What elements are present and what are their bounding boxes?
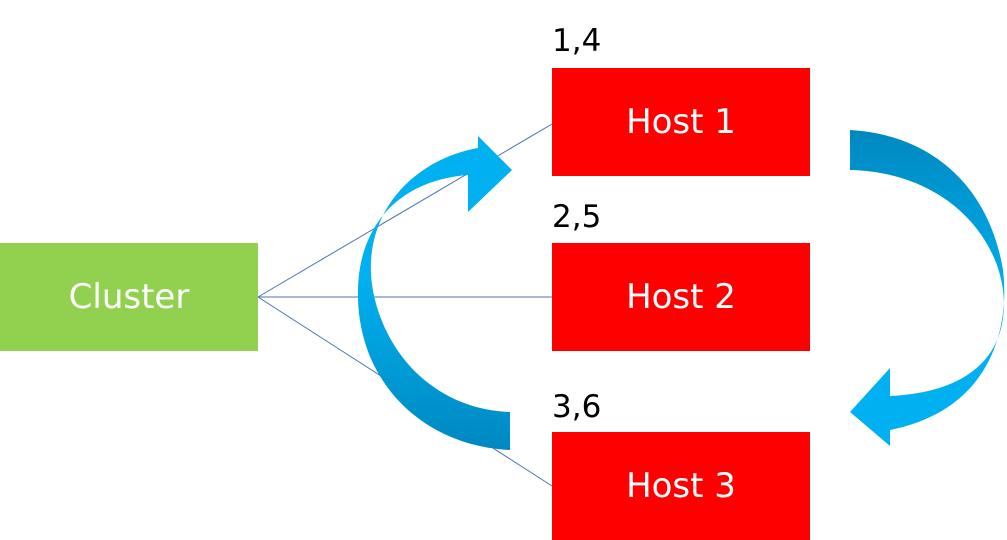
curved-arrow-left-icon xyxy=(357,136,512,450)
host-2-label: Host 2 xyxy=(626,277,736,317)
host-2-sequence: 2,5 xyxy=(552,199,602,235)
host-1-node: Host 1 xyxy=(552,68,810,176)
host-1-label: Host 1 xyxy=(626,102,736,142)
host-3-label: Host 3 xyxy=(626,466,736,506)
cluster-label: Cluster xyxy=(68,277,190,317)
cluster-node: Cluster xyxy=(0,243,258,351)
host-3-node: Host 3 xyxy=(552,432,810,540)
host-1-sequence: 1,4 xyxy=(552,23,602,59)
connector-cluster-host-1 xyxy=(257,123,553,298)
curved-arrow-right-icon xyxy=(850,130,1005,446)
host-3-sequence: 3,6 xyxy=(552,389,602,425)
host-2-node: Host 2 xyxy=(552,243,810,351)
